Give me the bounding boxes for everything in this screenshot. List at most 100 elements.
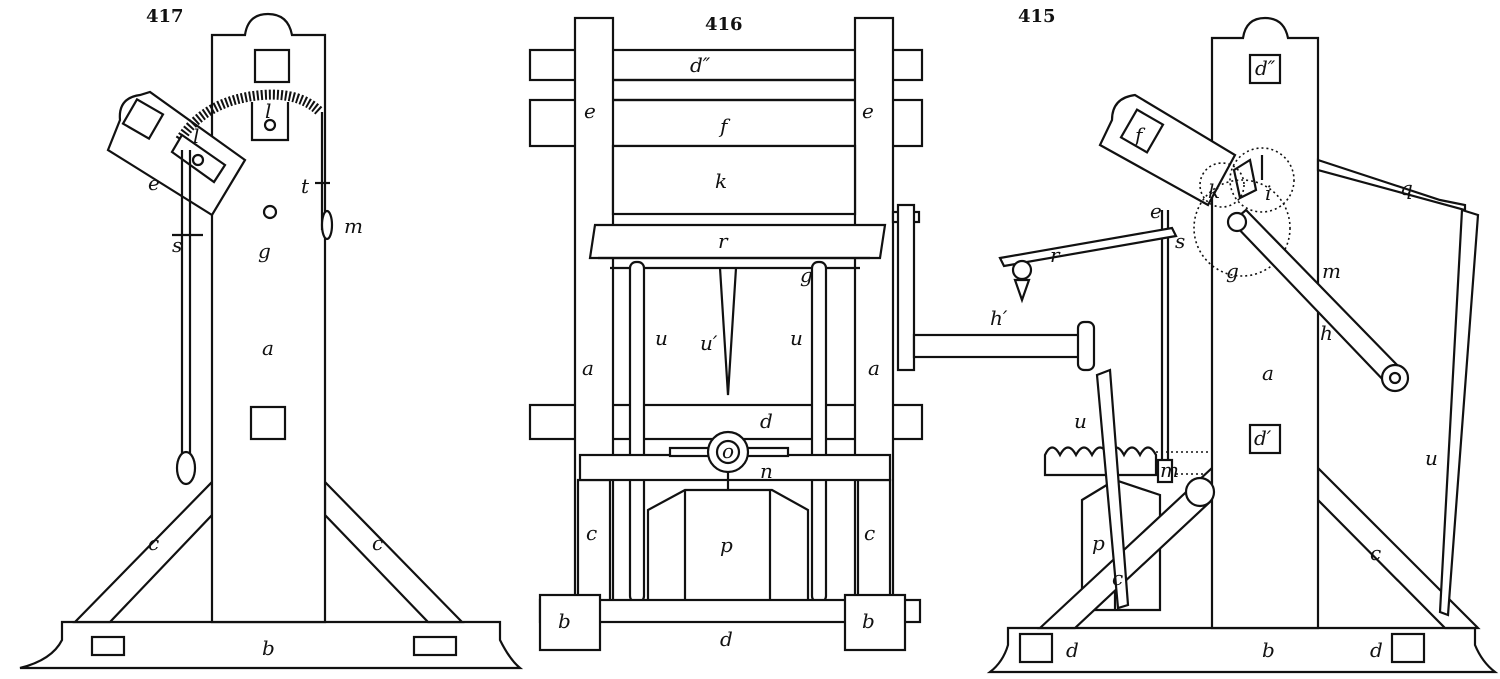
hook [1013,278,1031,304]
label-m: m [344,214,363,238]
mortise [249,405,287,441]
rod-u-right [1438,208,1480,617]
rod-u-left [1095,368,1130,610]
label-l: l [193,124,199,148]
crank-plate [896,203,916,372]
label-c: c [1370,541,1381,565]
label-g: g [1226,259,1239,283]
mortise [253,48,291,84]
figure-417: 417 e l l t s g m [19,6,524,670]
label-c: c [864,521,875,545]
rack [1043,446,1158,477]
label-h: h [1320,321,1333,345]
base-slot [412,635,458,657]
label-g: g [800,263,813,287]
post-a [1210,16,1320,630]
mortise-d1 [1248,423,1282,455]
label-m: m [1322,259,1341,283]
label-a: a [262,336,274,360]
label-e: e [148,171,160,195]
weight-facets [683,490,772,612]
label-a: a [868,356,880,380]
label-d: d [1370,638,1383,662]
label-u: u [1074,409,1087,433]
pinion-k [1199,162,1245,208]
label-r: r [1050,243,1061,267]
mortise-f [1119,108,1165,154]
label-b: b [558,609,571,633]
label-r: r [718,229,729,253]
figure-number: 417 [146,6,184,27]
label-h-prime: h′ [990,306,1008,330]
label-u: u [790,326,803,350]
label-d: d [1066,638,1079,662]
pinion [1184,476,1216,508]
label-c: c [148,531,159,555]
label-e: e [1150,199,1162,223]
label-u: u [1425,446,1438,470]
mortise [121,97,165,141]
label-t: t [301,174,310,198]
label-c: c [372,531,383,555]
mortise-d2 [1248,53,1282,85]
label-i: i [1265,181,1271,205]
base-b [19,620,524,670]
label-n: n [760,459,773,483]
label-s: s [1175,229,1185,253]
post-c-left [576,478,612,612]
pulley-l [191,153,205,167]
pin [1232,158,1258,200]
label-p: p [1092,531,1105,555]
weight-m [320,209,334,241]
bar-r [998,226,1178,268]
rod-u-right [810,260,828,604]
label-d2: d″ [690,53,711,77]
pulley-l [263,118,277,132]
rail [613,78,855,102]
table-r [588,223,887,260]
label-a: a [1262,361,1274,385]
label-d2: d″ [1255,56,1276,80]
rod-s [1160,210,1170,462]
label-e: e [862,99,874,123]
block-b-right [843,593,907,652]
figure-416: 416 d″ [528,14,1096,652]
label-m: m [1160,458,1179,482]
shaft-h-prime [912,333,1086,359]
label-b: b [1262,638,1275,662]
label-d1: d′ [1254,426,1272,450]
label-a: a [582,356,594,380]
chain [175,89,324,143]
rod-u-prime [718,267,738,396]
base-b [986,626,1499,674]
shaft-end [1076,320,1096,372]
label-u-prime: u′ [700,331,718,355]
label-e: e [584,99,596,123]
label-d: d [760,409,773,433]
rod-u-left [628,260,646,604]
label-u: u [655,326,668,350]
label-b: b [862,609,875,633]
base-slot [90,635,126,657]
weight-m [1156,458,1174,484]
brace-c-right [323,479,465,624]
label-g: g [258,239,271,263]
label-k: k [715,169,727,193]
gear-i [1229,147,1295,213]
panel-k [611,144,857,216]
figure-number: 415 [1018,6,1056,27]
joint [1011,259,1033,281]
label-c: c [586,521,597,545]
brace-c-left [72,479,214,624]
block-b-left [538,593,602,652]
post-c-right [856,478,892,612]
ring-o-inner [715,439,741,465]
label-q: q [1400,176,1413,200]
label-b: b [262,636,275,660]
figure-number: 416 [705,14,743,35]
crank-handle-inner [1388,371,1402,385]
block-d [1018,632,1054,664]
label-d: d [720,627,733,651]
figure-415: 415 [986,6,1499,674]
label-p: p [720,533,733,557]
